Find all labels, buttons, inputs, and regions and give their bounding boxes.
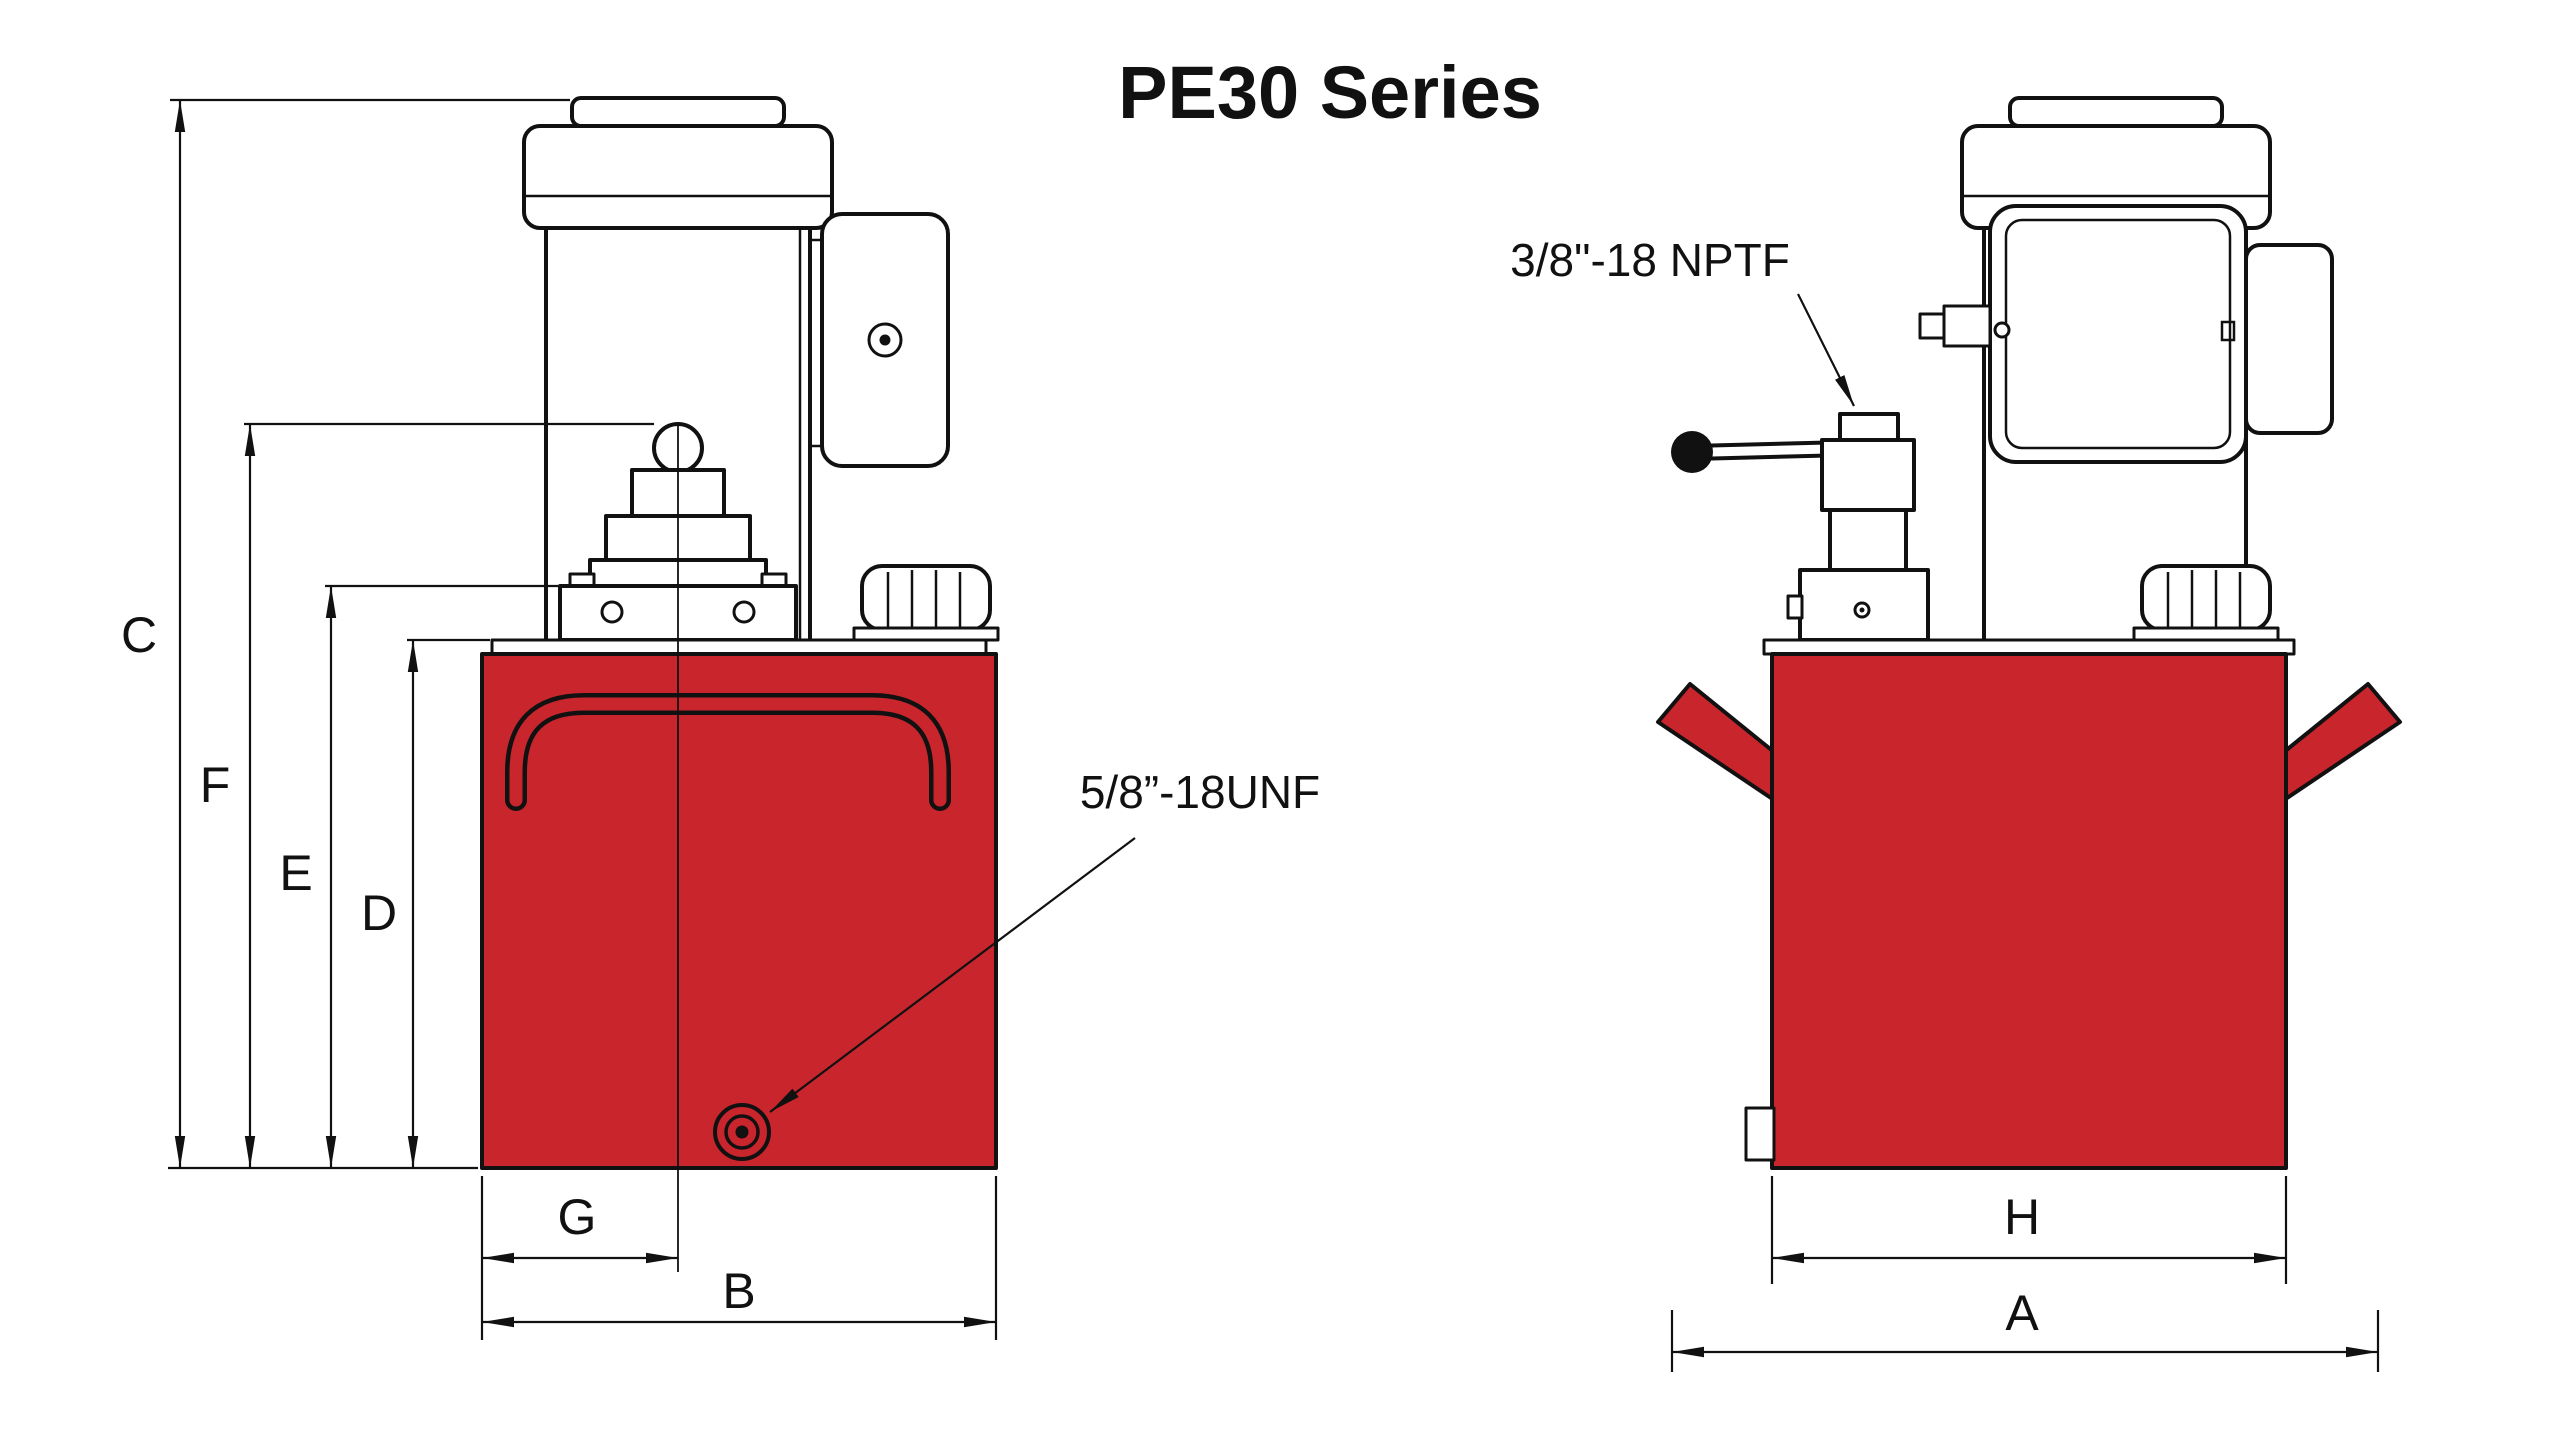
drain-thread-label: 5/8”-18UNF: [1080, 766, 1320, 818]
fill-cap-base: [852, 626, 1000, 642]
reservoir-tank-front: [480, 638, 998, 1170]
electrical-box-face: [1988, 204, 2248, 464]
fill-cap-base-side: [2132, 626, 2280, 642]
valve-mid-side: [1828, 508, 1908, 572]
side-handle-left: [1656, 682, 1776, 802]
tank-body-side: [1770, 652, 2288, 1170]
mount-bolt-right: [732, 600, 756, 624]
dim-label-C: C: [121, 607, 157, 663]
box-left-nut: [1918, 312, 1946, 340]
front-view: [480, 96, 1000, 1272]
side-drain-fitting: [1744, 1106, 1776, 1162]
dim-E: E: [279, 586, 337, 1168]
valve-lever-ball: [1671, 431, 1713, 473]
dim-A: A: [1672, 1285, 2378, 1358]
motor-cap: [522, 124, 834, 230]
valve-flange-side: [1798, 568, 1930, 642]
valve-thread-label: 3/8"-18 NPTF: [1510, 234, 1790, 286]
reservoir-tank-side: [1656, 638, 2402, 1170]
tank-top-lip: [490, 638, 988, 656]
drain-leader-arrow: [769, 837, 1136, 1113]
oil-fill-cap-front: [852, 564, 1000, 642]
callout-drain-port: 5/8”-18UNF: [769, 766, 1320, 1113]
dim-label-H: H: [2004, 1189, 2040, 1245]
dim-label-G: G: [558, 1189, 597, 1245]
dimension-annotations: C F E D G B H: [121, 98, 2380, 1372]
motor-top-cap-side: [2008, 96, 2224, 128]
fill-cap-side: [2140, 564, 2272, 632]
valve-top-fitting: [1838, 412, 1900, 442]
dim-H: H: [1772, 1189, 2286, 1264]
release-valve-side: [1671, 412, 1930, 642]
electrical-box-side: [1918, 204, 2334, 464]
fill-cap: [860, 564, 992, 632]
dim-F: F: [200, 424, 256, 1168]
tank-body: [480, 652, 998, 1170]
valve-flange-tab: [1786, 594, 1804, 620]
box-inner-latch: [2220, 320, 2236, 342]
motor-top-cap: [570, 96, 786, 128]
dim-D: D: [361, 640, 419, 1168]
side-handle-right: [2282, 682, 2402, 802]
dim-label-B: B: [722, 1263, 755, 1319]
tank-top-lip-side: [1762, 638, 2296, 656]
box-right-extension: [2244, 243, 2334, 435]
side-view: [1656, 96, 2402, 1170]
drain-plug-center: [735, 1125, 749, 1139]
page-title: PE30 Series: [1118, 51, 1542, 134]
electrical-box-front: [810, 212, 950, 468]
dim-label-F: F: [200, 757, 231, 813]
conduit-port-center: [879, 334, 891, 346]
callout-valve-port: 3/8"-18 NPTF: [1510, 234, 1855, 407]
dim-label-D: D: [361, 885, 397, 941]
valve-leader-arrow: [1797, 293, 1855, 407]
box-screw: [1993, 321, 2011, 339]
box-left-fitting: [1942, 304, 1992, 348]
dim-label-A: A: [2005, 1285, 2039, 1341]
dim-B: B: [482, 1263, 996, 1328]
dim-label-E: E: [279, 845, 312, 901]
dim-C: C: [121, 100, 186, 1168]
oil-fill-cap-side: [2132, 564, 2280, 642]
dim-G: G: [482, 1189, 678, 1264]
mount-bolt-left: [600, 600, 624, 624]
valve-body-side: [1820, 438, 1916, 512]
